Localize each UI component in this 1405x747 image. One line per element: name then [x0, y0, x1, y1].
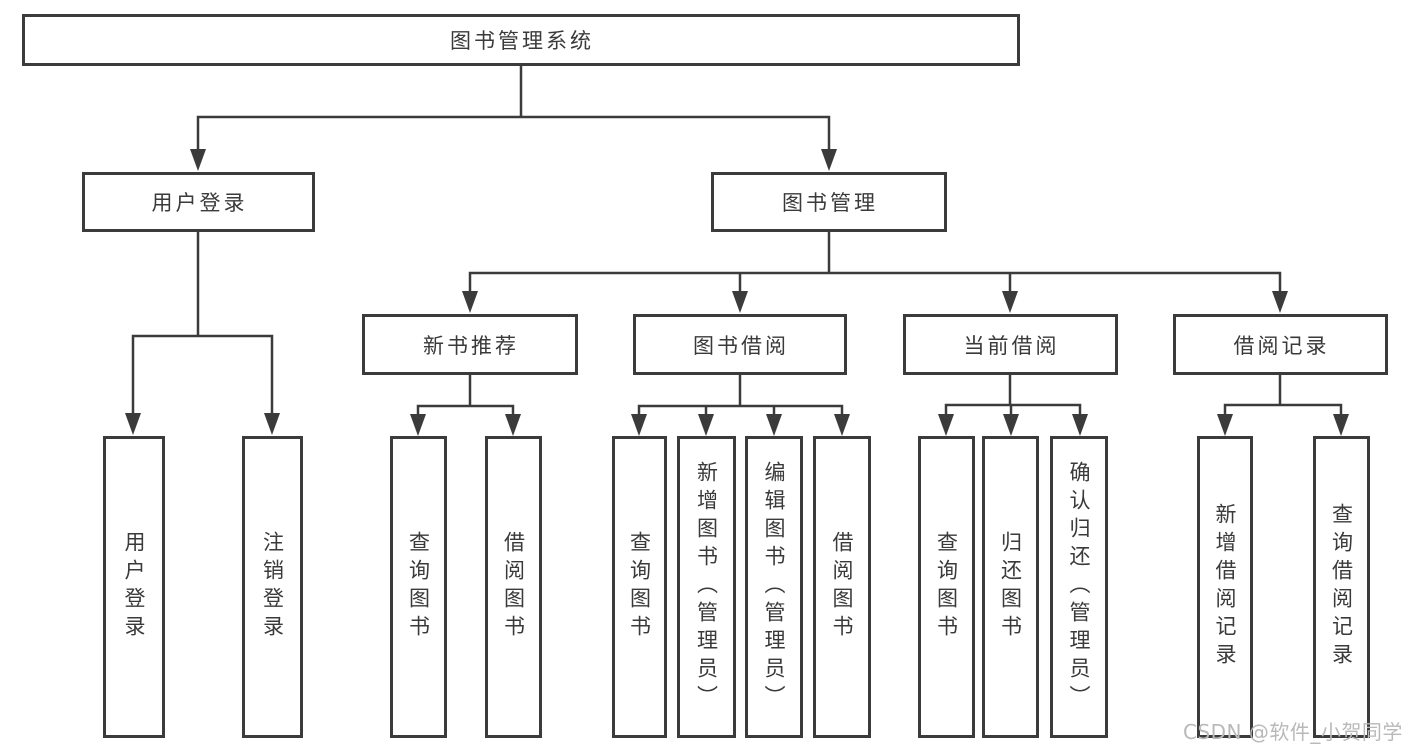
leaf-query-books: 查询图书 [918, 436, 975, 738]
node-label: 图书管理 [782, 191, 878, 215]
leaf-logout: 注销登录 [242, 436, 303, 738]
node-label: 图书管理系统 [450, 29, 594, 53]
edge-newbookrec-to-leaves [416, 371, 515, 419]
node-library-system: 图书管理系统 [22, 14, 1020, 66]
node-label: 注销登录 [260, 531, 285, 643]
arrowhead [1002, 291, 1018, 313]
arrowhead [190, 149, 206, 171]
node-borrowing-records: 借阅记录 [1173, 314, 1388, 375]
arrowhead [462, 291, 478, 313]
leaf-query-borrow-record: 查询借阅记录 [1313, 436, 1370, 738]
edge-borrowrec-to-leaves [1223, 371, 1343, 419]
arrowhead [834, 414, 850, 436]
arrowhead [1003, 414, 1019, 436]
node-book-management: 图书管理 [711, 172, 947, 232]
node-label: 归还图书 [998, 531, 1023, 643]
arrowhead [125, 413, 141, 435]
arrowhead [631, 414, 647, 436]
arrowhead [410, 414, 426, 436]
leaf-return-books: 归还图书 [982, 436, 1039, 738]
leaf-user-login: 用户登录 [103, 436, 165, 738]
edge-root-to-level2 [196, 64, 831, 154]
node-label: 查询图书 [406, 531, 431, 643]
leaf-confirm-return-admin: 确认归还（管理员） [1050, 436, 1108, 738]
arrowhead [766, 414, 782, 436]
node-label: 确认归还（管理员） [1067, 461, 1091, 713]
arrowhead [264, 413, 280, 435]
arrowhead [1072, 414, 1088, 436]
arrowhead [505, 414, 521, 436]
node-label: 新增图书（管理员） [694, 461, 719, 713]
node-new-book-recommendation: 新书推荐 [362, 314, 578, 375]
leaf-query-books: 查询图书 [612, 436, 667, 738]
csdn-watermark: CSDN @软件_小贺同学 [1183, 720, 1403, 744]
arrowhead [1333, 414, 1349, 436]
leaf-borrow-books: 借阅图书 [485, 436, 542, 738]
leaf-add-books-admin: 新增图书（管理员） [677, 436, 736, 738]
node-label: 编辑图书（管理员） [762, 461, 786, 713]
arrowhead [698, 414, 714, 436]
node-label: 查询图书 [934, 531, 959, 643]
node-current-borrowing: 当前借阅 [903, 314, 1118, 375]
node-label: 借阅图书 [830, 531, 854, 643]
edge-bookmgmt-to-level3 [468, 229, 1282, 296]
edge-userlogin-to-leaves [131, 229, 274, 418]
node-label: 借阅记录 [1233, 333, 1330, 358]
leaf-edit-books-admin: 编辑图书（管理员） [745, 436, 803, 738]
arrowhead [821, 149, 837, 171]
node-label: 查询借阅记录 [1329, 503, 1354, 671]
edge-bookborrow-to-leaves [637, 371, 844, 419]
arrowheads [125, 149, 1349, 436]
node-label: 借阅图书 [501, 531, 526, 643]
node-label: 当前借阅 [963, 333, 1060, 358]
node-book-borrowing: 图书借阅 [633, 314, 847, 375]
arrowhead [938, 414, 954, 436]
node-label: 用户登录 [122, 531, 146, 643]
edge-curborrow-to-leaves [944, 371, 1082, 419]
node-label: 用户登录 [151, 191, 248, 215]
arrowhead [1217, 414, 1233, 436]
node-label: 查询图书 [627, 531, 652, 643]
leaf-query-books: 查询图书 [390, 436, 447, 738]
node-user-login: 用户登录 [82, 172, 315, 232]
leaf-add-borrow-record: 新增借阅记录 [1197, 436, 1253, 738]
node-label: 新增借阅记录 [1213, 503, 1237, 671]
arrowhead [1272, 291, 1288, 313]
arrowhead [732, 291, 748, 313]
node-label: 新书推荐 [423, 333, 519, 358]
leaf-borrow-books: 借阅图书 [813, 436, 871, 738]
node-label: 图书借阅 [693, 333, 789, 358]
